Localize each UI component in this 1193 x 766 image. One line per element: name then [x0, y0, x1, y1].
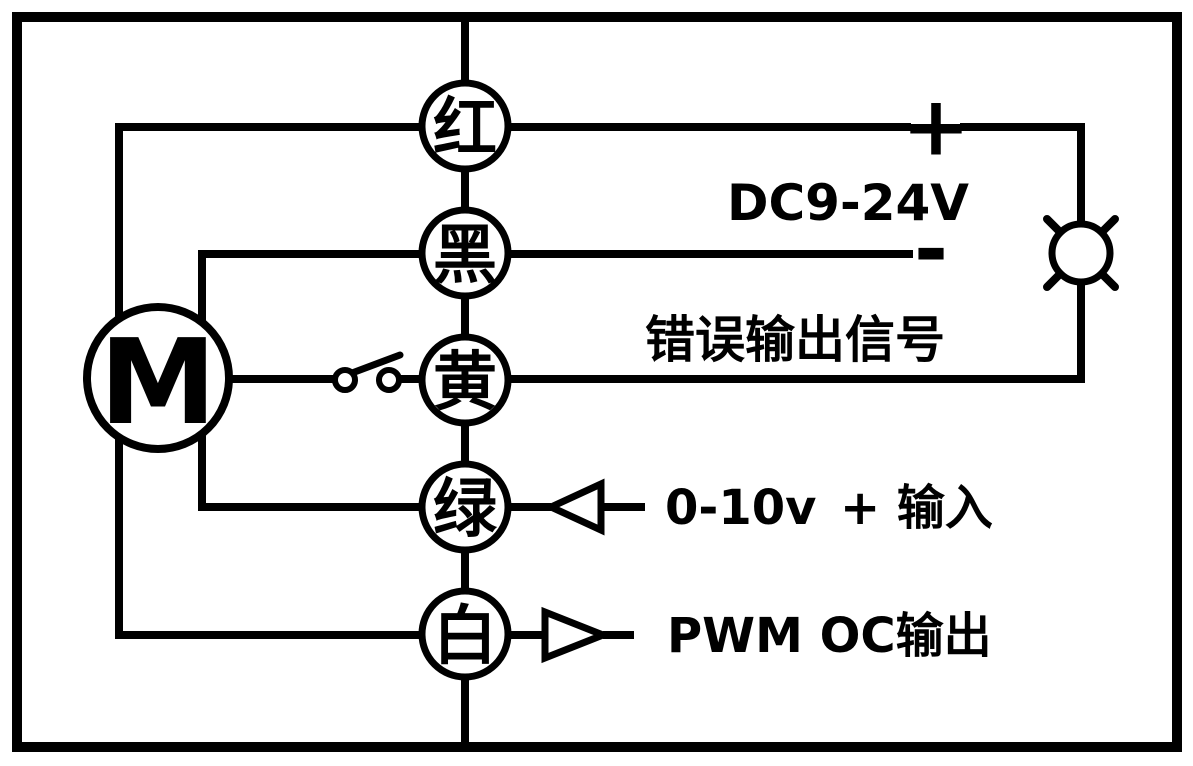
terminal-red: 红: [418, 79, 512, 173]
enclosure-border: [12, 12, 1182, 752]
analog-input-label: + 输入: [840, 480, 993, 536]
switch-contact-left: [332, 367, 358, 393]
terminal-black-label: 黑: [433, 219, 497, 293]
indicator-lamp-icon: [1043, 215, 1119, 291]
terminal-green: 绿: [418, 460, 512, 554]
voltage-label: DC9-24V: [727, 174, 969, 232]
switch-contact-right: [376, 367, 402, 393]
motor-symbol: M: [83, 303, 233, 453]
terminal-yellow-circle: [418, 333, 512, 427]
terminal-white-circle: [418, 587, 512, 681]
motor-body: [83, 303, 233, 453]
wire-yellow-to-lamp: [465, 283, 1085, 383]
switch-symbol: [332, 351, 404, 393]
output-arrow-icon: [541, 606, 613, 664]
motor-label: M: [99, 313, 216, 451]
terminal-black: 黑: [418, 206, 512, 300]
power-minus-mark: -: [914, 203, 948, 298]
switch-lever: [348, 351, 404, 377]
terminal-green-label: 绿: [433, 473, 498, 547]
lamp-body: [1048, 220, 1114, 286]
terminal-black-circle: [418, 206, 512, 300]
error-signal-label: 错误输出信号: [645, 311, 945, 369]
power-plus-mark: +: [902, 80, 971, 175]
terminal-red-label: 红: [433, 92, 497, 166]
terminal-white: 白: [418, 587, 512, 681]
pwm-output-label: PWM OC输出: [667, 608, 992, 664]
wire-plus-to-lamp: [960, 123, 1085, 224]
input-arrow-icon: [542, 478, 605, 536]
terminal-yellow: 黄: [418, 333, 512, 427]
terminal-red-circle: [418, 79, 512, 173]
terminal-yellow-label: 黄: [433, 346, 497, 420]
terminal-green-circle: [418, 460, 512, 554]
analog-range-label: 0-10v: [665, 480, 816, 536]
terminal-white-label: 白: [433, 600, 497, 674]
